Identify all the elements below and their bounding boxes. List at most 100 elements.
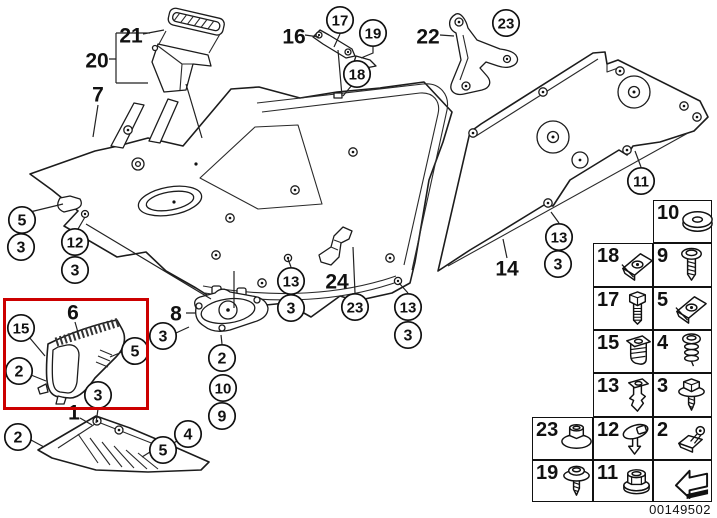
- legend-cell-12[interactable]: 12: [593, 417, 653, 460]
- legend-cell-arrow[interactable]: [653, 460, 712, 502]
- part-label-20: 20: [85, 49, 108, 72]
- callout-5[interactable]: 5: [7, 205, 37, 235]
- bracket-22: [448, 13, 519, 96]
- legend-cell-5[interactable]: 5: [653, 287, 712, 330]
- callout-11[interactable]: 11: [626, 166, 656, 196]
- callout-19[interactable]: 19: [358, 18, 388, 48]
- callout-2[interactable]: 2: [3, 422, 33, 452]
- callout-3[interactable]: 3: [6, 232, 36, 262]
- legend-cell-17[interactable]: 17: [593, 287, 653, 330]
- legend-cell-23[interactable]: 23: [532, 417, 593, 460]
- legend-part-number: 12: [597, 419, 620, 441]
- svg-text:3: 3: [404, 328, 413, 345]
- part-7-panel: [29, 81, 453, 318]
- svg-text:3: 3: [71, 263, 80, 280]
- callout-12[interactable]: 12: [60, 227, 90, 257]
- duct-6: [37, 317, 126, 405]
- legend-cell-11[interactable]: 11: [593, 460, 653, 502]
- svg-text:3: 3: [554, 257, 563, 274]
- hex-washer-screw-icon: [673, 375, 710, 416]
- highlight-selection-box: [3, 298, 149, 410]
- legend-cell-3[interactable]: 3: [653, 373, 712, 417]
- part-14-panel: [437, 51, 709, 272]
- svg-text:17: 17: [332, 12, 349, 29]
- part-label-7: 7: [92, 83, 104, 106]
- clip-nut-icon: [619, 245, 656, 286]
- document-number: 00149502: [649, 502, 711, 517]
- legend-cell-13[interactable]: 13: [593, 373, 653, 417]
- legend-part-number: 17: [597, 289, 620, 311]
- part-label-21: 21: [119, 24, 143, 47]
- svg-text:5: 5: [18, 213, 27, 230]
- legend-part-number: 9: [657, 245, 669, 267]
- part-label-8: 8: [170, 302, 182, 325]
- pan-screw-icon: [673, 245, 710, 286]
- callout-13[interactable]: 13: [276, 266, 306, 296]
- callout-23[interactable]: 23: [491, 8, 521, 38]
- callout-3[interactable]: 3: [276, 293, 306, 323]
- legend-cell-19[interactable]: 19: [532, 460, 593, 502]
- bracket-16: [312, 29, 377, 69]
- callout-3[interactable]: 3: [543, 249, 573, 279]
- svg-text:23: 23: [498, 15, 515, 32]
- legend-part-number: 4: [657, 332, 669, 354]
- legend-part-number: 3: [657, 375, 669, 397]
- svg-text:2: 2: [218, 351, 227, 368]
- legend-part-number: 5: [657, 289, 669, 311]
- legend-part-number: 23: [536, 419, 559, 441]
- legend-part-number: 11: [597, 462, 619, 484]
- legend-part-number: [654, 461, 657, 463]
- callout-9[interactable]: 9: [207, 401, 237, 431]
- callout-13[interactable]: 13: [544, 222, 574, 252]
- cover-8: [194, 285, 269, 332]
- expanding-nut-icon: [619, 331, 656, 372]
- callout-13[interactable]: 13: [393, 292, 423, 322]
- svg-text:15: 15: [13, 320, 30, 337]
- svg-text:4: 4: [184, 427, 193, 444]
- callout-4[interactable]: 4: [173, 419, 203, 449]
- svg-text:3: 3: [287, 301, 296, 318]
- svg-text:13: 13: [400, 299, 417, 316]
- svg-text:13: 13: [283, 273, 300, 290]
- part-label-6: 6: [67, 301, 79, 324]
- legend-part-number: 10: [657, 202, 680, 224]
- flange-nut-icon: [618, 461, 655, 502]
- callout-2[interactable]: 2: [207, 343, 237, 373]
- callout-15[interactable]: 15: [6, 313, 36, 343]
- callout-3[interactable]: 3: [148, 321, 178, 351]
- expansion-rivet-icon: [619, 375, 656, 416]
- svg-text:13: 13: [551, 229, 568, 246]
- callout-10[interactable]: 10: [208, 373, 238, 403]
- hex-bolt-icon: [619, 288, 656, 329]
- legend-cell-18[interactable]: 18: [593, 243, 656, 287]
- callout-3[interactable]: 3: [60, 255, 90, 285]
- callout-5[interactable]: 5: [148, 435, 178, 465]
- svg-text:11: 11: [633, 173, 649, 190]
- legend-cell-15[interactable]: 15: [593, 330, 653, 373]
- legend-part-number: 2: [657, 419, 669, 441]
- legend-cell-9[interactable]: 9: [653, 243, 712, 287]
- coil-screw-icon: [673, 331, 710, 372]
- legend-part-number: 13: [597, 375, 620, 397]
- washer-icon: [679, 201, 716, 242]
- legend-part-number: 18: [597, 245, 620, 267]
- legend-cell-2[interactable]: 2: [653, 417, 712, 460]
- svg-text:3: 3: [94, 388, 103, 405]
- callout-17[interactable]: 17: [325, 5, 355, 35]
- leader-lines: [28, 29, 642, 458]
- svg-text:12: 12: [67, 234, 84, 251]
- svg-text:9: 9: [218, 409, 227, 426]
- callout-18[interactable]: 18: [342, 59, 372, 89]
- part-label-24: 24: [325, 270, 349, 293]
- svg-text:3: 3: [159, 329, 168, 346]
- callout-23[interactable]: 23: [340, 292, 370, 322]
- svg-text:2: 2: [15, 364, 24, 381]
- legend-cell-10[interactable]: 10: [653, 200, 714, 243]
- callout-3[interactable]: 3: [393, 320, 423, 350]
- part-label-22: 22: [416, 25, 439, 48]
- legend-cell-4[interactable]: 4: [653, 330, 712, 373]
